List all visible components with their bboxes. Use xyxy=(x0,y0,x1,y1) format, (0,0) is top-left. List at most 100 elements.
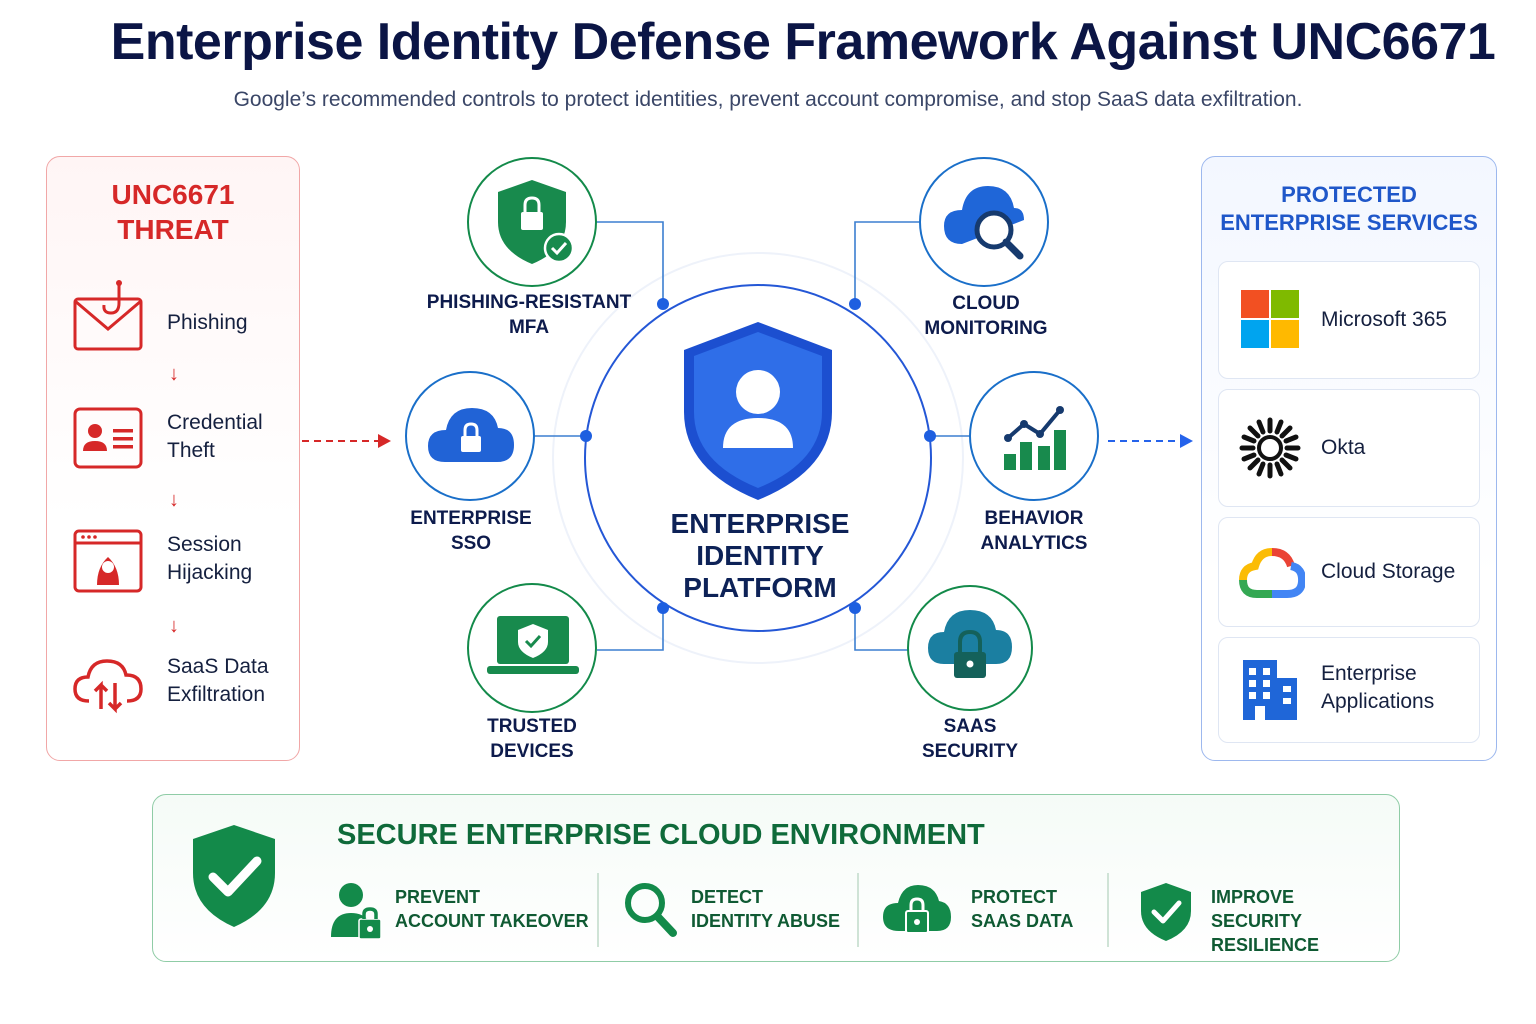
benefit-label-line2: ACCOUNT TAKEOVER xyxy=(395,911,589,931)
benefit-divider xyxy=(597,873,599,947)
threat-step-label-line1: Session xyxy=(167,533,242,556)
node-dot xyxy=(657,602,669,614)
threat-arrow-head xyxy=(378,434,391,448)
service-label: Enterprise Applications xyxy=(1321,660,1434,716)
services-title: PROTECTED ENTERPRISE SERVICES xyxy=(1202,181,1496,237)
control-label-line1: SAAS xyxy=(943,716,997,737)
benefit-improve-security-resilience: IMPROVE SECURITY RESILIENCE xyxy=(1139,875,1389,955)
benefit-protect-saas-data: PROTECT SAAS DATA xyxy=(881,875,1111,935)
connector-mfa xyxy=(596,221,664,304)
hub-label-line3: PLATFORM xyxy=(683,572,837,603)
node-dot xyxy=(924,430,936,442)
node-dot xyxy=(849,602,861,614)
service-card-cloud-storage: Cloud Storage xyxy=(1218,517,1480,627)
connector-saas xyxy=(854,608,908,651)
threat-step-label: SaaS Data Exfiltration xyxy=(167,653,269,709)
control-label-cloud-monitoring: CLOUD MONITORING xyxy=(866,291,1106,341)
analytics-node-circle xyxy=(969,371,1099,501)
control-label-line2: SECURITY xyxy=(921,741,1019,762)
control-label-line1: TRUSTED xyxy=(487,716,577,737)
service-label-line2: Applications xyxy=(1321,690,1435,713)
threat-step-label: Session Hijacking xyxy=(167,531,252,587)
node-dot xyxy=(657,298,669,310)
magnifier-icon xyxy=(625,883,677,937)
down-arrow-icon: ↓ xyxy=(169,615,179,637)
benefit-label: DETECT IDENTITY ABUSE xyxy=(691,885,840,933)
node-dot xyxy=(849,298,861,310)
threat-step-phishing: Phishing xyxy=(47,277,299,357)
hacker-browser-icon xyxy=(73,529,143,593)
benefit-divider xyxy=(1107,873,1109,947)
page-subtitle: Google’s recommended controls to protect… xyxy=(233,88,1303,111)
control-label-line2: MONITORING xyxy=(924,318,1048,339)
node-dot xyxy=(580,430,592,442)
benefit-prevent-account-takeover: PREVENT ACCOUNT TAKEOVER xyxy=(329,875,589,940)
services-arrow-head xyxy=(1180,434,1193,448)
control-label-behavior-analytics: BEHAVIOR ANALYTICS xyxy=(914,506,1154,556)
hub-outer-ring xyxy=(552,252,964,664)
secure-title: SECURE ENTERPRISE CLOUD ENVIRONMENT xyxy=(337,819,985,851)
control-label-devices: TRUSTED DEVICES xyxy=(412,714,652,764)
cloud-search-icon xyxy=(944,186,1024,260)
control-label-line1: CLOUD xyxy=(952,293,1020,314)
service-card-enterprise-applications: Enterprise Applications xyxy=(1218,637,1480,743)
cloud-lock-icon xyxy=(883,885,951,934)
threat-title-line1: UNC6671 xyxy=(111,179,235,210)
benefit-label-line1: PREVENT xyxy=(395,887,481,907)
benefit-label: IMPROVE SECURITY RESILIENCE xyxy=(1211,885,1389,957)
threat-step-label-line2: Hijacking xyxy=(167,561,253,584)
benefit-label-line2: SAAS DATA xyxy=(971,911,1074,931)
threat-step-saas-exfiltration: SaaS Data Exfiltration xyxy=(47,653,299,733)
cloud-padlock-icon xyxy=(928,610,1012,678)
control-label-sso: ENTERPRISE SSO xyxy=(351,506,591,556)
id-card-icon xyxy=(73,407,143,469)
threat-step-session-hijacking: Session Hijacking xyxy=(47,527,299,607)
phishing-email-hook-icon xyxy=(73,280,143,351)
google-cloud-logo-icon xyxy=(1239,548,1305,598)
connector-cloud xyxy=(854,221,920,304)
control-label-line1: BEHAVIOR xyxy=(984,508,1084,529)
threat-step-label-line2: Exfiltration xyxy=(167,683,266,706)
benefit-label: PROTECT SAAS DATA xyxy=(971,885,1073,933)
service-label: Okta xyxy=(1321,436,1366,459)
connector-devices xyxy=(597,608,664,651)
control-label-line2: ANALYTICS xyxy=(980,533,1088,554)
down-arrow-icon: ↓ xyxy=(169,363,179,385)
threat-panel: UNC6671 THREAT Phishing ↓ Credential The… xyxy=(46,156,300,761)
control-label-line1: PHISHING-RESISTANT xyxy=(426,292,632,313)
control-label-line2: DEVICES xyxy=(490,741,574,762)
hub-label-line2: IDENTITY xyxy=(696,540,824,571)
page-title: Enterprise Identity Defense Framework Ag… xyxy=(110,13,1496,71)
services-title-line1: PROTECTED xyxy=(1281,182,1417,207)
okta-logo-icon xyxy=(1239,417,1301,479)
hub-label-line1: ENTERPRISE xyxy=(670,508,850,539)
benefit-label-line2: IDENTITY ABUSE xyxy=(691,911,841,931)
threat-step-label-line1: SaaS Data xyxy=(167,655,269,678)
control-label-line2: MFA xyxy=(508,317,550,338)
threat-title: UNC6671 THREAT xyxy=(47,177,299,247)
threat-step-label-line2: Theft xyxy=(167,439,215,462)
service-card-microsoft-365: Microsoft 365 xyxy=(1218,261,1480,379)
cloud-upload-download-icon xyxy=(73,659,143,714)
services-title-line2: ENTERPRISE SERVICES xyxy=(1220,210,1478,235)
user-lock-icon xyxy=(331,883,382,940)
threat-step-label: Phishing xyxy=(167,311,248,334)
control-label-line2: SSO xyxy=(450,533,492,554)
control-label-mfa: PHISHING-RESISTANT MFA xyxy=(409,290,649,340)
service-label: Microsoft 365 xyxy=(1321,308,1448,331)
down-arrow-icon: ↓ xyxy=(169,489,179,511)
benefit-label-line1: PROTECT xyxy=(971,887,1058,907)
threat-step-label: Credential Theft xyxy=(167,409,263,465)
hub-label: ENTERPRISE IDENTITY PLATFORM xyxy=(640,508,880,604)
laptop-shield-icon xyxy=(487,616,579,674)
benefit-divider xyxy=(857,873,859,947)
shield-check-icon xyxy=(193,825,275,927)
services-panel: PROTECTED ENTERPRISE SERVICES Microsoft … xyxy=(1201,156,1497,761)
service-label: Cloud Storage xyxy=(1321,560,1456,583)
building-icon xyxy=(1243,660,1297,720)
benefit-label-line1: DETECT xyxy=(691,887,763,907)
benefit-detect-identity-abuse: DETECT IDENTITY ABUSE xyxy=(623,875,863,937)
shield-lock-check-icon xyxy=(498,180,575,264)
control-label-line1: ENTERPRISE xyxy=(410,508,532,529)
